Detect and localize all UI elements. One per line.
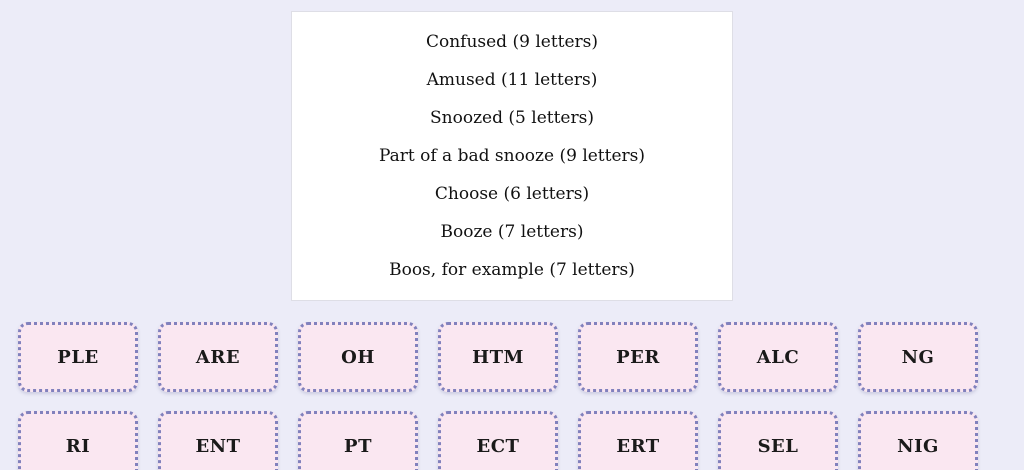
letter-tile[interactable]: ECT bbox=[438, 411, 558, 470]
letter-tile[interactable]: OH bbox=[298, 322, 418, 392]
letter-tile[interactable]: NIG bbox=[858, 411, 978, 470]
letter-tile[interactable]: PER bbox=[578, 322, 698, 392]
letter-tile[interactable]: ARE bbox=[158, 322, 278, 392]
tile-row-2: RI ENT PT ECT ERT SEL NIG bbox=[18, 411, 1006, 470]
letter-tile[interactable]: PT bbox=[298, 411, 418, 470]
clue-text: Boos, for example (7 letters) bbox=[389, 260, 635, 280]
clue-text: Snoozed (5 letters) bbox=[430, 108, 594, 128]
letter-tile[interactable]: ENT bbox=[158, 411, 278, 470]
letter-tile[interactable]: SEL bbox=[718, 411, 838, 470]
letter-tile[interactable]: NG bbox=[858, 322, 978, 392]
clue-card: Confused (9 letters) Amused (11 letters)… bbox=[291, 11, 733, 301]
clue-text: Booze (7 letters) bbox=[440, 222, 584, 242]
letter-tile[interactable]: HTM bbox=[438, 322, 558, 392]
letter-tile[interactable]: PLE bbox=[18, 322, 138, 392]
clue-text: Choose (6 letters) bbox=[434, 184, 590, 204]
clue-text: Amused (11 letters) bbox=[426, 70, 598, 90]
letter-tile[interactable]: ERT bbox=[578, 411, 698, 470]
tile-row-1: PLE ARE OH HTM PER ALC NG bbox=[18, 322, 1006, 392]
tile-grid: PLE ARE OH HTM PER ALC NG RI ENT PT ECT … bbox=[18, 322, 1006, 470]
letter-tile[interactable]: RI bbox=[18, 411, 138, 470]
clue-text: Part of a bad snooze (9 letters) bbox=[378, 146, 646, 166]
clue-text: Confused (9 letters) bbox=[425, 32, 599, 52]
letter-tile[interactable]: ALC bbox=[718, 322, 838, 392]
